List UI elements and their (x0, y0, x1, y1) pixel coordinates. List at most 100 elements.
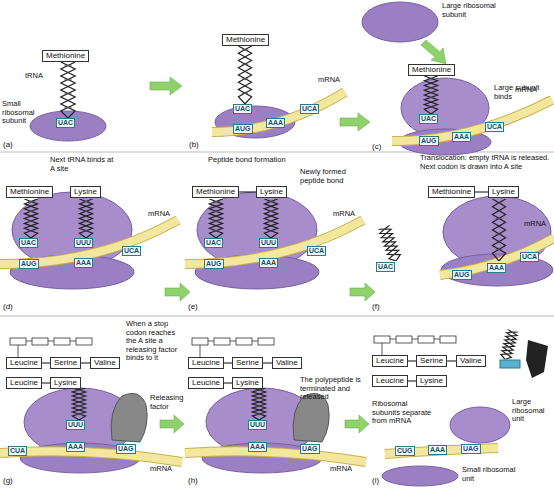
panel-letter: (a) (3, 140, 13, 149)
amino-acid-box: Methionine (408, 64, 455, 76)
amino-acid-name: Methionine (412, 65, 451, 75)
peptide-bond (224, 362, 232, 363)
amino-acid-box: Leucine (372, 375, 408, 387)
amino-acid-box: Leucine (188, 357, 224, 369)
amino-acid-name: Leucine (10, 378, 38, 388)
annotation-text: Ribosomal subunits separate from mRNA (372, 400, 434, 426)
amino-acid-box: Methionine (192, 186, 239, 198)
codon-label: CUG (395, 446, 415, 456)
panel-letter: (c) (372, 142, 381, 151)
panel-letter: (i) (372, 476, 379, 485)
codon-label: UAG (116, 444, 136, 454)
panel-letter: (e) (188, 302, 198, 311)
codon-label: CUA (8, 446, 27, 456)
amino-acid-name: Valine (276, 358, 298, 368)
amino-acid-name: Valine (94, 358, 116, 368)
peptide-bond (42, 382, 50, 383)
annotation-text: When a stop codon reaches the A site a r… (126, 320, 184, 363)
amino-acid-name: Methionine (10, 187, 49, 197)
amino-acid-box: Leucine (372, 355, 408, 367)
codon-label: UUU (259, 238, 278, 248)
panel-letter: (f) (372, 302, 380, 311)
annotation-text: mRNA (333, 210, 355, 219)
codon-label: AUG (19, 259, 39, 269)
codon-label: AUG (419, 136, 439, 146)
amino-acid-box: Methionine (42, 50, 89, 62)
annotation-text: Newly formed peptide bond (300, 168, 356, 185)
amino-acid-box: Methionine (6, 186, 53, 198)
amino-acid-box: Valine (90, 357, 120, 369)
annotation-text: mRNA (330, 465, 352, 474)
codon-label: AAA (487, 263, 506, 273)
annotation-text: Peptide bond formation (208, 156, 308, 165)
amino-acid-name: Leucine (376, 356, 404, 366)
codon-label: AUG (452, 270, 472, 280)
codon-label: AAA (74, 258, 93, 268)
amino-acid-box: Serine (416, 355, 447, 367)
amino-acid-name: Lysine (74, 187, 97, 197)
codon-label: UAC (56, 118, 75, 128)
amino-acid-box: Leucine (188, 377, 224, 389)
codon-label: AAA (259, 258, 278, 268)
peptide-bond (239, 191, 256, 192)
amino-acid-box: Valine (272, 357, 302, 369)
amino-acid-box: Serine (50, 357, 81, 369)
amino-acid-box: Methionine (222, 34, 269, 46)
amino-acid-name: Serine (420, 356, 443, 366)
codon-label: UAG (461, 444, 481, 454)
codon-label: UUU (66, 420, 85, 430)
annotation-text: Small ribosomal unit (462, 466, 522, 483)
panel-letter: (d) (3, 302, 13, 311)
peptide-bond (447, 360, 456, 361)
annotation-text: mRNA (318, 76, 340, 85)
annotation-text: The polypeptide is terminated and releas… (300, 376, 362, 402)
codon-label: AUG (204, 259, 224, 269)
codon-label: AUG (233, 124, 253, 134)
panel-letter: (b) (189, 140, 199, 149)
codon-label: UCA (485, 122, 504, 132)
amino-acid-box: Lysine (416, 375, 447, 387)
peptide-bond (42, 362, 50, 363)
codon-label: UAC (376, 262, 395, 272)
annotation-text: mRNA (524, 220, 546, 229)
amino-acid-box: Leucine (6, 357, 42, 369)
codon-label: UCA (122, 246, 141, 256)
amino-acid-name: Lysine (54, 378, 77, 388)
amino-acid-name: Lysine (260, 187, 283, 197)
codon-label: UAC (19, 238, 38, 248)
amino-acid-name: Methionine (46, 51, 85, 61)
amino-acid-box: Valine (456, 355, 486, 367)
annotation-text: mRNA (150, 465, 172, 474)
annotation-text: mRNA (515, 86, 537, 95)
amino-acid-box: Lysine (50, 377, 81, 389)
annotation-text: Translocation: empty tRNA is released. N… (420, 154, 552, 171)
amino-acid-name: Leucine (192, 378, 220, 388)
peptide-bond (263, 362, 272, 363)
amino-acid-name: Lysine (420, 376, 443, 386)
amino-acid-box: Lysine (256, 186, 287, 198)
amino-acid-name: Methionine (196, 187, 235, 197)
peptide-bond (224, 382, 232, 383)
amino-acid-box: Lysine (232, 377, 263, 389)
annotation-text: Large ribosomal unit (512, 398, 552, 424)
annotation-text: mRNA (148, 210, 170, 219)
amino-acid-box: Lysine (488, 186, 519, 198)
codon-label: UAC (419, 114, 438, 124)
annotation-text: tRNA (25, 72, 43, 81)
codon-label: UAC (204, 238, 223, 248)
annotation-text: Releasing factor (150, 394, 186, 411)
amino-acid-name: Methionine (226, 35, 265, 45)
codon-label: UCA (520, 252, 539, 262)
annotation-text: Large ribosomal subunit (442, 2, 502, 19)
amino-acid-box: Methionine (428, 186, 475, 198)
codon-label: AAA (428, 445, 447, 455)
panel-letter: (g) (3, 476, 13, 485)
codon-label: UAC (233, 104, 252, 114)
peptide-bond (408, 380, 416, 381)
amino-acid-name: Methionine (432, 187, 471, 197)
peptide-bond (81, 362, 90, 363)
codon-label: UCA (300, 104, 319, 114)
codon-label: AAA (266, 118, 285, 128)
codon-label: UAG (300, 444, 320, 454)
